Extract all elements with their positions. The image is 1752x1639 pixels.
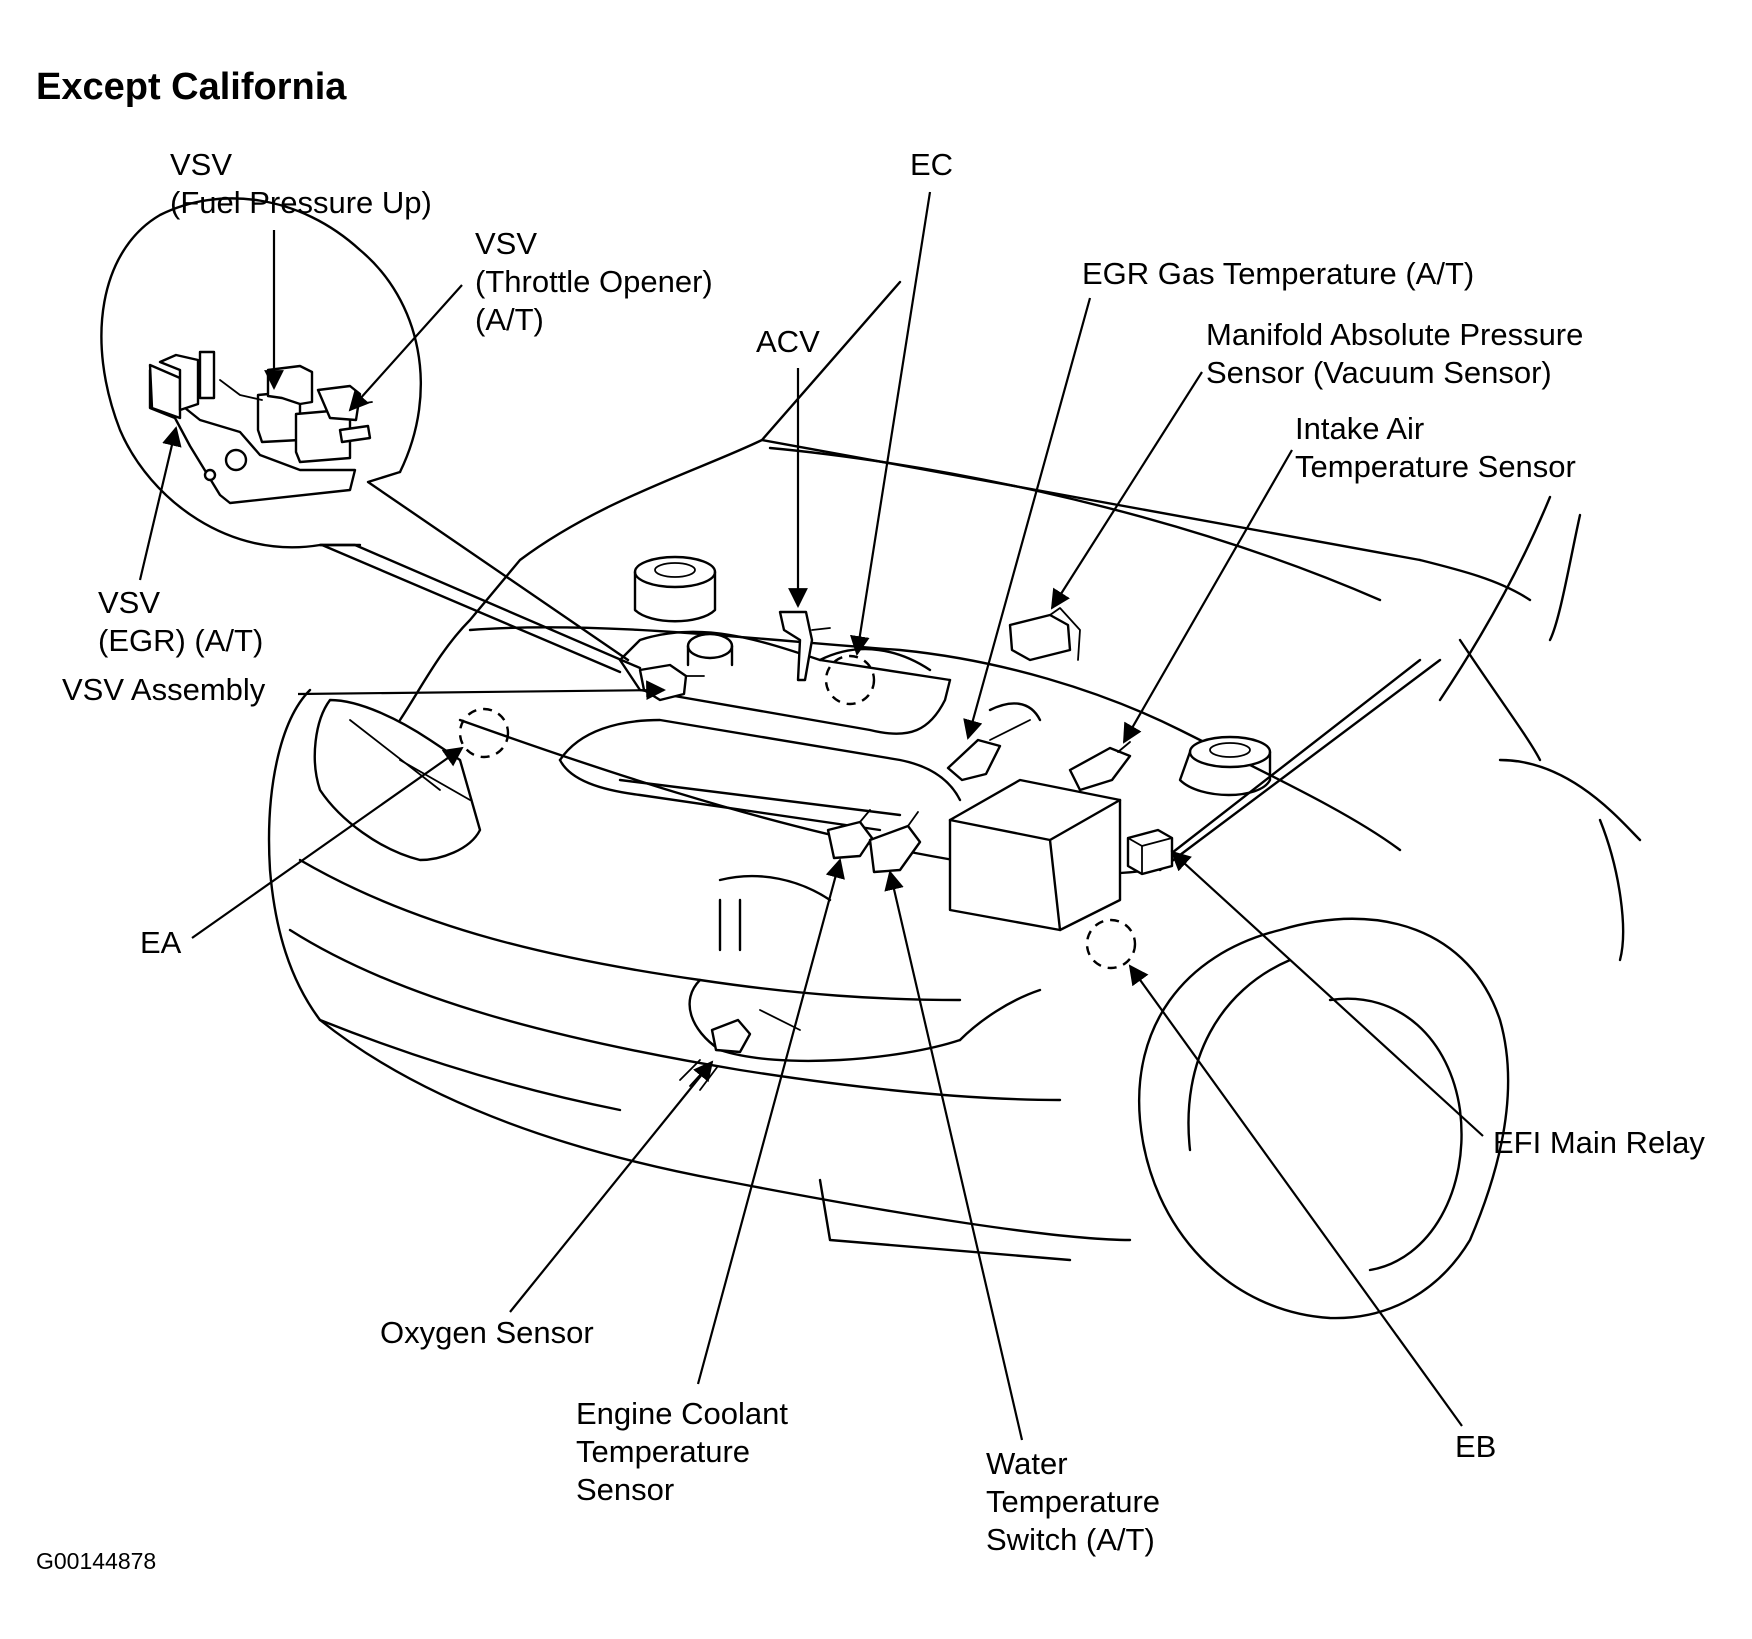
ea-location-circle bbox=[458, 707, 510, 759]
label-line: (Throttle Opener) bbox=[475, 264, 713, 299]
label-ec: EC bbox=[910, 147, 954, 182]
leader-ea bbox=[191, 746, 464, 939]
ec-location-circle bbox=[824, 654, 876, 706]
connector-location-circles bbox=[458, 654, 1137, 970]
label-vsv-egr: VSV (EGR) (A/T) bbox=[98, 584, 263, 660]
leader-oxygen-sensor bbox=[509, 1060, 714, 1313]
label-vsv-assembly: VSV Assembly bbox=[62, 672, 266, 707]
label-water-temperature-switch: Water Temperature Switch (A/T) bbox=[986, 1445, 1160, 1559]
leader-water-temp bbox=[884, 870, 1024, 1441]
label-ea: EA bbox=[140, 925, 182, 960]
label-acv: ACV bbox=[756, 324, 820, 359]
label-line: VSV bbox=[475, 226, 538, 261]
label-egr-gas-temperature: EGR Gas Temperature (A/T) bbox=[1082, 256, 1475, 291]
leader-vsv-assembly bbox=[297, 680, 666, 701]
leader-engine-coolant bbox=[696, 858, 845, 1385]
leader-intake-air bbox=[1123, 449, 1293, 744]
leader-lines bbox=[138, 191, 1484, 1441]
leader-vsv-throttle bbox=[348, 284, 463, 412]
label-line: (Fuel Pressure Up) bbox=[170, 185, 432, 220]
leader-eb bbox=[1128, 964, 1463, 1427]
eb-location-circle bbox=[1085, 918, 1137, 970]
label-line: Switch (A/T) bbox=[986, 1522, 1155, 1557]
label-line: Sensor bbox=[576, 1472, 675, 1507]
label-line: Intake Air bbox=[1295, 411, 1425, 446]
label-efi-main-relay: EFI Main Relay bbox=[1493, 1125, 1705, 1160]
label-vsv-fuel-pressure-up: VSV (Fuel Pressure Up) bbox=[170, 146, 432, 222]
label-eb: EB bbox=[1455, 1429, 1497, 1464]
label-vsv-throttle-opener: VSV (Throttle Opener) (A/T) bbox=[475, 225, 713, 339]
leader-efi-main-relay bbox=[1170, 850, 1484, 1137]
label-line: Engine Coolant bbox=[576, 1396, 788, 1431]
leader-ec bbox=[850, 191, 932, 656]
vsv-bracket-icon bbox=[148, 350, 373, 505]
label-line: (A/T) bbox=[475, 302, 544, 337]
leader-map-sensor bbox=[1050, 371, 1203, 610]
label-oxygen-sensor: Oxygen Sensor bbox=[380, 1315, 594, 1350]
label-line: Water bbox=[986, 1446, 1068, 1481]
label-line: Temperature Sensor bbox=[1295, 449, 1576, 484]
label-manifold-absolute-pressure-sensor: Manifold Absolute Pressure Sensor (Vacuu… bbox=[1206, 316, 1583, 392]
label-line: (EGR) (A/T) bbox=[98, 623, 264, 658]
figure-id: G00144878 bbox=[36, 1548, 157, 1574]
vsv-detail-inset bbox=[100, 197, 642, 674]
label-line: Temperature bbox=[986, 1484, 1161, 1519]
car-body-outline bbox=[267, 280, 1642, 1320]
label-intake-air-temperature-sensor: Intake Air Temperature Sensor bbox=[1295, 410, 1576, 486]
label-line: Sensor (Vacuum Sensor) bbox=[1206, 355, 1552, 390]
label-engine-coolant-temperature-sensor: Engine Coolant Temperature Sensor bbox=[576, 1395, 788, 1509]
engine-components bbox=[558, 555, 1272, 1091]
page-title: Except California bbox=[36, 66, 347, 108]
label-line: VSV bbox=[170, 147, 233, 182]
leader-egr-gas-temp bbox=[963, 297, 1092, 740]
label-line: Temperature bbox=[576, 1434, 751, 1469]
label-line: VSV bbox=[98, 585, 161, 620]
leader-vsv-egr bbox=[138, 426, 182, 581]
label-line: Manifold Absolute Pressure bbox=[1206, 317, 1584, 352]
